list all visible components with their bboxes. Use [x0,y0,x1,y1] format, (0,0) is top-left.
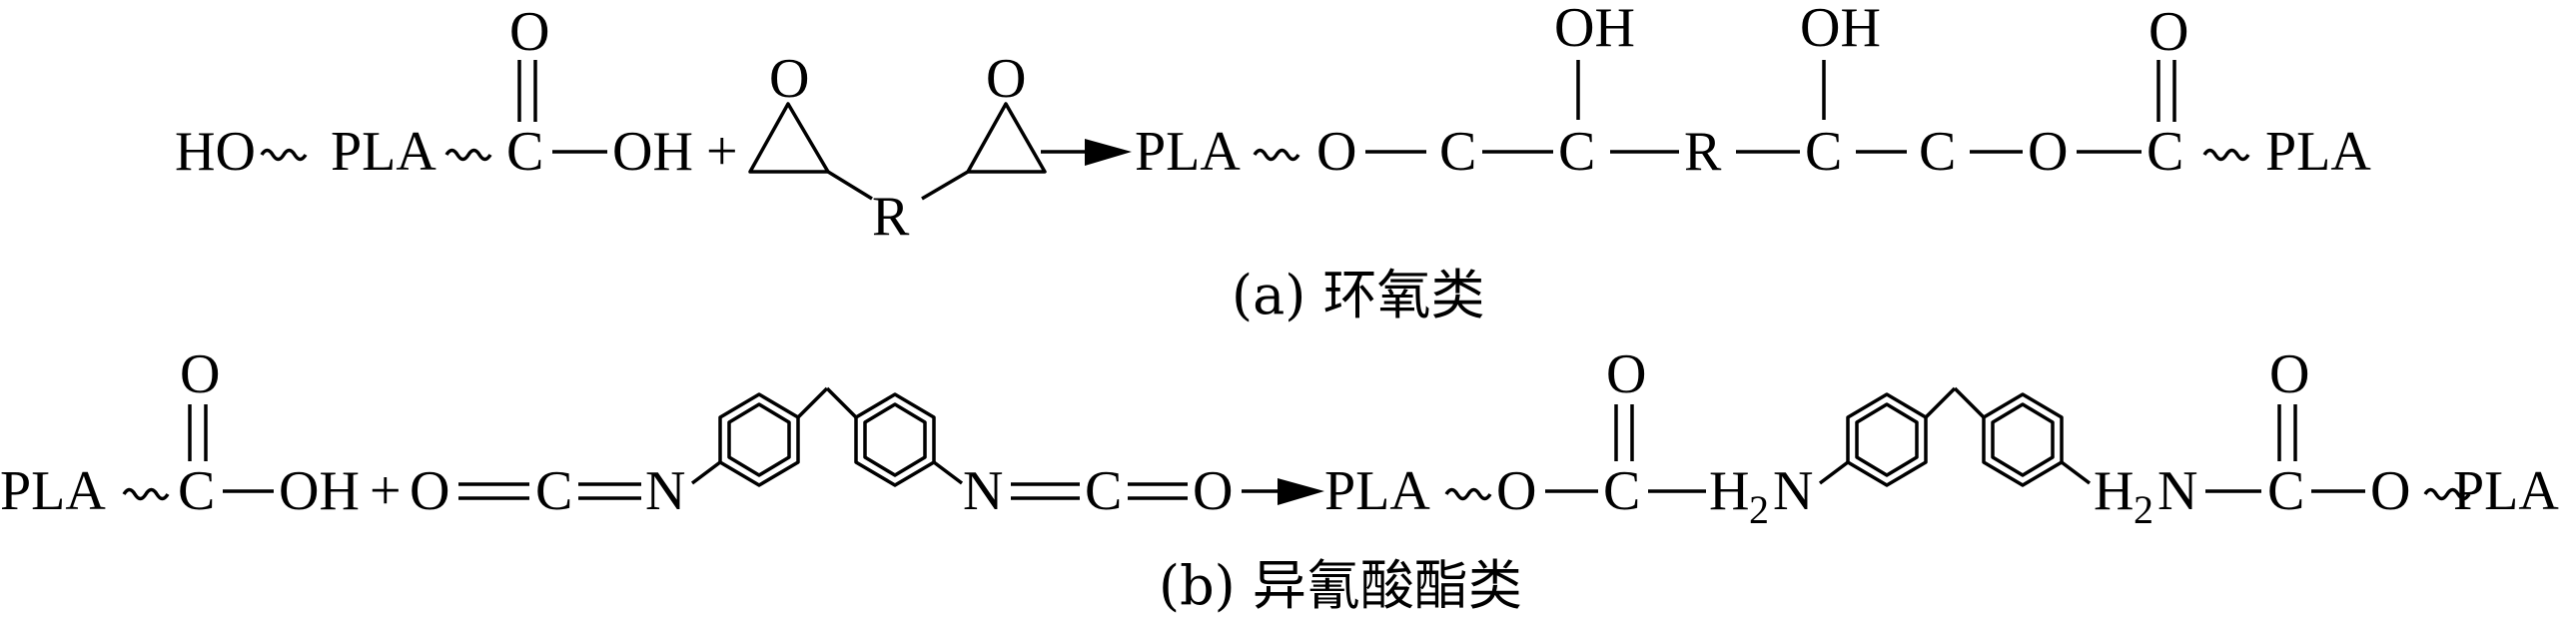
b-product-benzene-ring-2 [1982,392,2064,487]
a-carbon-1: C [506,121,543,183]
b-product-h-2: H [2094,460,2134,522]
b-c-right: C [1085,460,1122,522]
b-product-carbonyl-c-1: C [1603,460,1640,522]
b-o-left: O [410,460,449,522]
b-carbonyl-o-1: O [180,343,220,405]
a-product-wavy-1 [1253,148,1300,162]
a-caption: (a) 环氧类 [1232,264,1485,326]
b-caption: (b) 异氰酸酯类 [1159,554,1522,617]
a-epoxide-ring-1 [748,102,830,174]
a-acid-oh: OH [612,121,693,183]
b-product-n-1: N [1773,460,1813,522]
a-epoxide-o-2: O [986,48,1026,110]
b-product-carbonyl-c-2: C [2267,460,2304,522]
a-product-o-2: O [2028,121,2068,183]
b-acid-oh: OH [279,460,360,522]
b-product-pla-left: PLA [1324,460,1430,522]
b-product-n-2: N [2157,460,2197,522]
a-product-carbonyl-c: C [2147,121,2183,183]
a-product-oh-2: OH [1800,0,1881,59]
a-product-pla-left: PLA [1135,121,1241,183]
reaction-a: HO PLA C O OH + O R O PLA O C C OH R C O… [175,0,2371,326]
b-product-aryl-bond-1 [1818,460,1850,485]
a-plus: + [706,121,738,183]
a-carbonyl-o-1: O [509,1,549,63]
b-product-subscript-1: 2 [1749,487,1769,532]
b-methylene-bond-2 [825,386,858,419]
a-spacer-bond-1 [827,170,873,201]
a-product-oh-1: OH [1554,0,1635,59]
b-o-right: O [1193,460,1233,522]
b-product-wavy-1 [1444,487,1492,501]
a-spacer-bond-2 [921,170,969,201]
b-methylene-bond-1 [796,386,829,419]
b-product-pla-right: PLA [2453,460,2559,522]
b-product-methylene-bond-2 [1953,386,1986,419]
b-aryl-bond-2 [932,460,964,485]
b-benzene-inner-2 [863,402,927,477]
a-product-carbonyl-o: O [2148,1,2188,63]
a-product-c-1: C [1439,121,1476,183]
a-product-c-2: C [1558,121,1595,183]
a-product-r: R [1684,121,1722,183]
b-product-carbonyl-o-2: O [2269,343,2309,405]
b-product-benzene-ring-1 [1846,392,1928,487]
b-wavy-bond-1 [122,487,170,501]
a-ho-end: HO [175,121,256,183]
a-epoxide-ring-2 [966,102,1047,174]
b-product-o-1: O [1496,460,1536,522]
a-reaction-arrow-head [1085,139,1132,166]
a-product-c-4: C [1919,121,1956,183]
b-n-left: N [645,460,685,522]
a-product-o-1: O [1316,121,1356,183]
b-product-carbonyl-o-1: O [1606,343,1646,405]
b-product-wavy-2 [2423,487,2471,501]
b-reaction-arrow-head [1278,478,1324,505]
b-benzene-ring-2 [854,392,936,487]
b-product-h-1: H [1709,460,1749,522]
b-product-benzene-inner-1 [1855,402,1919,477]
b-product-benzene-inner-2 [1991,402,2055,477]
a-spacer-r: R [872,186,910,248]
b-benzene-inner-1 [727,402,791,477]
a-wavy-bond-1 [260,148,308,162]
b-product-aryl-bond-2 [2060,460,2092,485]
a-product-c-3: C [1805,121,1842,183]
b-aryl-bond-1 [690,460,722,485]
b-n-right: N [963,460,1003,522]
a-wavy-bond-2 [444,148,492,162]
b-carbon-1: C [178,460,215,522]
b-product-methylene-bond-1 [1924,386,1957,419]
a-product-wavy-2 [2202,148,2250,162]
b-benzene-ring-1 [718,392,800,487]
a-pla-1: PLA [331,121,436,183]
b-product-subscript-2: 2 [2134,487,2153,532]
a-product-pla-right: PLA [2265,121,2371,183]
a-epoxide-o-1: O [769,48,809,110]
b-plus: + [370,460,402,522]
b-pla-1: PLA [0,460,106,522]
reaction-b: PLA C O OH + O C N N C O PLA O C O H 2 N… [0,343,2559,617]
b-product-o-2: O [2370,460,2410,522]
b-c-left: C [535,460,572,522]
